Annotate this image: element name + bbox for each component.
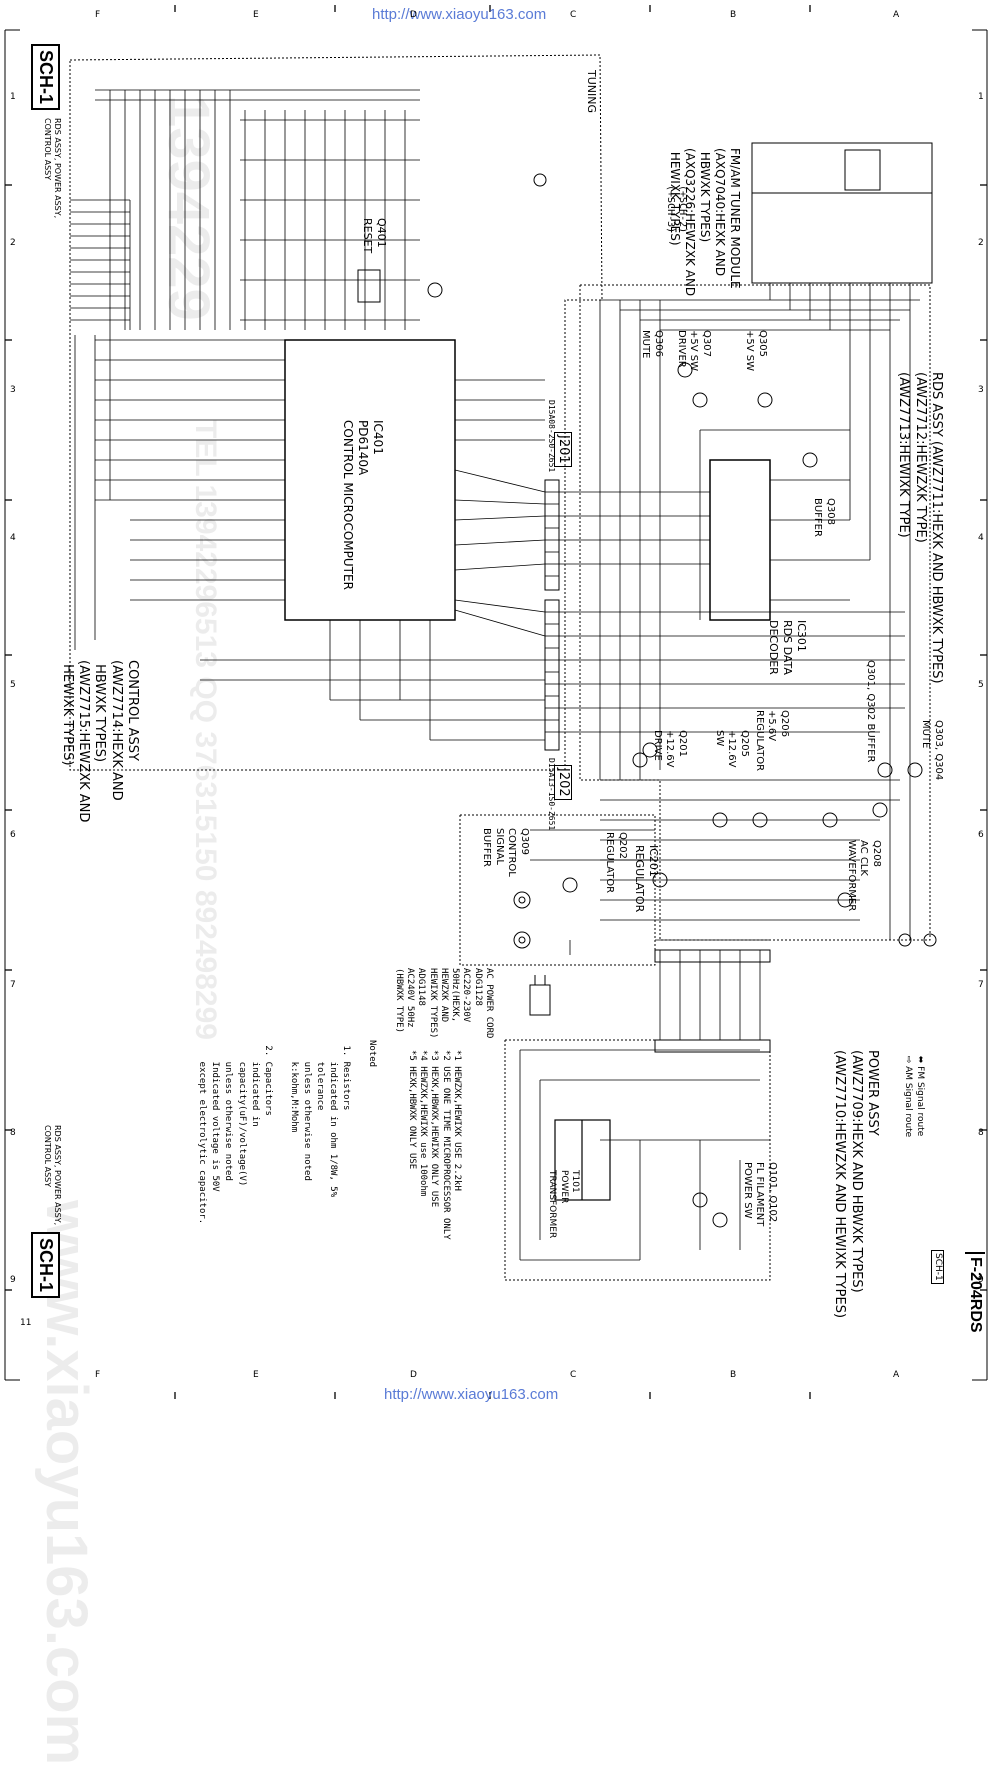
sheet-tag-bottom: SCH-1	[31, 1232, 60, 1299]
grid-left-7: 7	[10, 980, 16, 990]
url-top[interactable]: http://www.xiaoyu163.com	[372, 6, 547, 23]
grid-right-7: 7	[978, 980, 984, 990]
q206-label: Q206 +5.6V REGULATOR	[754, 710, 790, 772]
ic301-label: IC301 RDS DATA DECODER	[767, 620, 809, 675]
general-notes: Noted 1. Resistors indicated in ohm 1/8W…	[197, 1040, 377, 1225]
grid-bottom-B: B	[730, 1370, 737, 1380]
grid-left-8: 8	[10, 1128, 16, 1138]
grid-right-9: 9	[978, 1275, 984, 1285]
grid-left-6: 6	[10, 830, 16, 840]
q305-label: Q305 +5V SW	[744, 330, 769, 371]
grid-bottom-C: C	[570, 1370, 577, 1380]
rds-assy-title: RDS ASSY (AWZ7711:HEXK AND HBWXK TYPES) …	[896, 372, 945, 684]
t101-label: T101 POWER TRANSFORMER	[547, 1170, 581, 1239]
grid-right-6: 6	[978, 830, 984, 840]
grid-top-C: C	[570, 10, 577, 20]
grid-right-8: 8	[978, 1128, 984, 1138]
sheet-tag-top: SCH-1	[31, 44, 60, 111]
grid-left-2: 2	[10, 238, 16, 248]
grid-bottom-E: E	[253, 1370, 259, 1380]
legend-am: ⇨ AM Signal route	[902, 1050, 925, 1137]
type-notes: *1 HEWZXK,HEWIXK USE 2.2kH *2 USE ONE TI…	[407, 1050, 462, 1240]
schematic-drawing	[4, 5, 988, 1399]
grid-top-D: D	[410, 10, 417, 20]
j201-label: J201	[553, 432, 572, 467]
q208-label: Q208 AC CLK WAVEFORMER	[846, 840, 882, 912]
sheet-subtitle-bottom: RDS ASSY, POWER ASSY, CONTROL ASSY	[43, 1125, 62, 1226]
q309-label: Q309 CONTROL SIGNAL BUFFER	[481, 828, 531, 877]
grid-left-5: 5	[10, 680, 16, 690]
j202-label: J202	[553, 765, 572, 800]
grid-left-3: 3	[10, 385, 16, 395]
grid-top-E: E	[253, 10, 259, 20]
j202-part: D15A13-1S0-Z651	[547, 758, 556, 831]
q101-label: Q101, Q102 FL FILAMENT POWER SW	[742, 1162, 778, 1227]
tuner-note-sch3: (+SCH-3)	[665, 185, 676, 234]
model-number: F-204RDS	[965, 1252, 985, 1333]
ic401-label: IC401 PD6140A CONTROL MICROCOMPUTER	[341, 420, 385, 590]
grid-top-F: F	[95, 10, 101, 20]
grid-right-2: 2	[978, 238, 984, 248]
q301-label: Q301, Q302 BUFFER	[865, 660, 876, 763]
q205-label: Q205 +12.6V SW	[714, 730, 750, 768]
q202-label: Q202 REGULATOR	[604, 832, 629, 894]
grid-right-1: 1	[978, 92, 984, 102]
tuner-note-sch2: (+SCH-2)	[677, 185, 688, 234]
grid-top-B: B	[730, 10, 737, 20]
page-ref: 11	[20, 1318, 32, 1328]
grid-right-5: 5	[978, 680, 984, 690]
ic201-label: IC201 REGULATOR	[633, 845, 660, 913]
q303-label: Q303, Q304 MUTE	[920, 720, 945, 781]
q308-label: Q308 BUFFER	[812, 498, 837, 537]
grid-right-3: 3	[978, 385, 984, 395]
grid-bottom-A: A	[893, 1370, 900, 1380]
sheet-subtitle-top: RDS ASSY, POWER ASSY, CONTROL ASSY	[43, 118, 62, 219]
url-bottom[interactable]: http://www.xiaoyu163.com	[384, 1386, 559, 1403]
grid-top-A: A	[893, 10, 900, 20]
q401-label: Q401 RESET	[361, 218, 388, 254]
q306-label: Q306 MUTE	[640, 330, 665, 359]
grid-right-4: 4	[978, 533, 984, 543]
grid-bottom-F: F	[95, 1370, 101, 1380]
legend-am-text: AM Signal route	[902, 1066, 913, 1138]
grid-bottom-D: D	[410, 1370, 417, 1380]
power-assy-title: POWER ASSY (AWZ7709:HEXK AND HBWXK TYPES…	[832, 1050, 881, 1319]
j201-part: D15A08-2S0-Z651	[547, 400, 556, 473]
sheet-tag-right: SCH-1	[930, 1250, 944, 1284]
tuning-label: TUNING	[585, 70, 598, 113]
am-route-icon: ⇨	[902, 1055, 913, 1067]
ac-power-cord-label: AC POWER CORD ADG1128 AC220-230V 50Hz(HE…	[394, 968, 494, 1039]
control-assy-title: CONTROL ASSY (AWZ7714:HEXK AND HBWXK TYP…	[60, 660, 140, 823]
grid-left-4: 4	[10, 533, 16, 543]
grid-left-9: 9	[10, 1275, 16, 1285]
q201-label: Q201 +12.6V DRIVE	[652, 730, 688, 768]
q307-label: Q307 +5V SW DRIVER	[676, 330, 712, 371]
grid-left-1: 1	[10, 92, 16, 102]
